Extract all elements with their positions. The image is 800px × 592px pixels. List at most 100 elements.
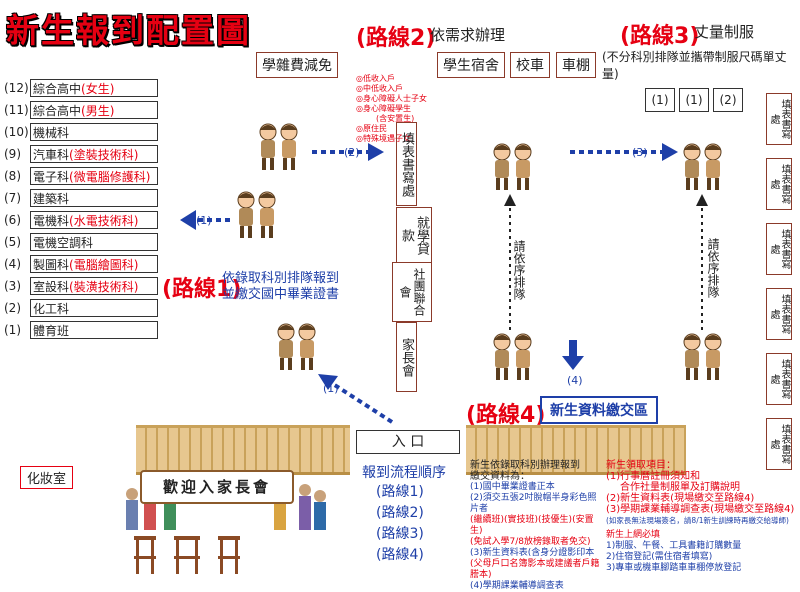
writing-desk: 填表書寫處	[766, 288, 792, 340]
submit-item: (父母戶口名簿影本或建議者戶籍謄本)	[470, 559, 600, 580]
department-number: (5)	[4, 235, 21, 249]
route3-note: (不分科別排隊並攜帶制服尺碼單丈量)	[602, 50, 787, 81]
counter-parents-association: 家長會	[396, 322, 417, 392]
route4-area: 新生資料繳交區	[540, 396, 658, 424]
measuring-station-2: (2)	[713, 88, 743, 112]
route4-label: (路線4)	[466, 403, 546, 428]
process-steps: (路線1) (路線2) (路線3) (路線4)	[376, 482, 424, 566]
school-bus-box: 校車	[510, 52, 550, 78]
person-pair-icon	[277, 323, 316, 370]
process-step: (路線2)	[376, 505, 424, 521]
person-pair-icon	[683, 143, 722, 190]
department-row: (9) 汽車科(塗裝技術科)	[4, 145, 158, 163]
writing-desk: 填表書寫處	[766, 93, 792, 145]
department-subtitle: (水電技術科)	[69, 214, 139, 228]
department-name-box: 電子科(微電腦修護科)	[30, 167, 158, 185]
person-pair-icon	[493, 333, 532, 380]
route1-arrow-label: (1)	[196, 214, 212, 227]
department-row: (7)建築科	[4, 189, 158, 207]
department-name: 製圖科	[33, 258, 70, 272]
fence-right	[466, 425, 686, 475]
online-item: 1)制服、午餐、工具書籍訂購數量	[606, 541, 742, 551]
department-row: (1)體育班	[4, 321, 158, 339]
department-name-box: 電機科(水電技術科)	[30, 211, 158, 229]
department-name: 機械科	[33, 126, 70, 140]
writing-desk: 填表書寫處	[766, 223, 792, 275]
submit-item: (4)學期課業輔導調查表	[470, 581, 564, 591]
department-subtitle: (電腦繪圖科)	[69, 258, 139, 272]
flow-arrows-layer: (1) (1) (2) (3) (4)	[180, 143, 708, 424]
counter-form-writing: 填表書寫處	[396, 122, 417, 206]
department-number: (7)	[4, 191, 21, 205]
process-step: (路線1)	[376, 484, 424, 500]
eligibility-item: ◎原住民	[356, 124, 387, 133]
department-subtitle: (裝潢技術科)	[69, 280, 139, 294]
department-name-box: 機械科	[30, 123, 158, 141]
department-name-box: 綜合高中(男生)	[30, 101, 158, 119]
department-row: (12)綜合高中(女生)	[4, 79, 158, 97]
process-step: (路線3)	[376, 526, 424, 542]
measuring-station-1: (1)	[645, 88, 675, 112]
route3-description: 丈量制服	[694, 23, 755, 41]
online-item: 2)住宿登記(需住宿者填寫)	[606, 552, 713, 562]
department-number: (12)	[4, 81, 29, 95]
online-item: 3)專車或機車腳踏車車棚停放登記	[606, 563, 742, 573]
department-subtitle: (女生)	[81, 82, 115, 96]
route2-arrow-label: (2)	[344, 146, 360, 159]
eligibility-list: ◎低收入戶◎中低收入戶◎身心障礙人士子女◎身心障礙學生(含安置生)◎原住民◎特殊…	[356, 38, 434, 144]
department-number: (2)	[4, 301, 21, 315]
eligibility-item: ◎身心障礙人士子女	[356, 94, 427, 103]
counter-club-association: 社團聯合會	[392, 262, 432, 322]
person-pair-icon	[237, 191, 276, 238]
measuring-station-1b: (1)	[679, 88, 709, 112]
writing-desk: 填表書寫處	[766, 353, 792, 405]
route2-arrow: (2)	[312, 143, 384, 161]
route4-arrow: (4)	[562, 340, 584, 387]
eligibility-item: ◎中低收入戶	[356, 84, 403, 93]
receive-item: (2)新生資料表(現場繳交至路線4)	[606, 493, 755, 504]
department-name: 電機空調科	[33, 236, 94, 250]
route3-arrow: (3)	[570, 143, 678, 161]
page-title: 新生報到配置圖	[6, 11, 251, 50]
bike-shed-box: 車棚	[556, 52, 596, 78]
department-row: (3) 室設科(裝潢技術科)	[4, 277, 158, 295]
department-name-box: 綜合高中(女生)	[30, 79, 158, 97]
department-name-box: 汽車科(塗裝技術科)	[30, 145, 158, 163]
fence-left	[136, 425, 350, 475]
department-row: (6)電機科(水電技術科)	[4, 211, 158, 229]
writing-desk: 填表書寫處	[766, 418, 792, 470]
receive-item: (如家長無法現場簽名，請8/1新生訓練時再繳交給導師)	[606, 516, 789, 525]
department-name: 電子科	[33, 170, 70, 184]
welcome-sign: 歡迎入家長會	[140, 470, 294, 504]
department-name-box: 製圖科(電腦繪圖科)	[30, 255, 158, 273]
dormitory-box: 學生宿舍	[437, 52, 505, 78]
submit-header: 新生依錄取科別辦理報到	[470, 460, 580, 471]
eligibility-item: ◎特殊境遇子女	[356, 134, 411, 143]
fee-reduction-box: 學雜費減免	[256, 52, 338, 78]
department-name-box: 電機空調科	[30, 233, 158, 251]
process-step: (路線4)	[376, 547, 424, 563]
route2-label: (路線2)	[356, 26, 436, 51]
eligibility-item: ◎低收入戶	[356, 74, 395, 83]
department-number: (3)	[4, 279, 21, 293]
department-subtitle: (微電腦修護科)	[69, 170, 151, 184]
department-number: (9)	[4, 147, 21, 161]
department-name: 綜合高中	[33, 82, 82, 96]
department-subtitle: (塗裝技術科)	[69, 148, 139, 162]
department-name-box: 室設科(裝潢技術科)	[30, 277, 158, 295]
route3-arrow-label: (3)	[632, 146, 648, 159]
person-pair-icon	[683, 333, 722, 380]
department-row: (4) 製圖科(電腦繪圖科)	[4, 255, 158, 273]
receive-title: 新生領取項目：	[606, 460, 676, 471]
entrance: 入 口	[356, 430, 460, 454]
queue-text-route4: 請依序排隊	[512, 240, 526, 300]
receive-notes: 新生領取項目：(1)行事曆註冊須知和合作社量制服單及訂購說明(2)新生資料表(現…	[606, 460, 798, 574]
chairs	[134, 536, 240, 574]
route4-arrow-label: (4)	[567, 374, 583, 387]
route1-entry-label: (1)	[323, 382, 339, 395]
department-number: (4)	[4, 257, 21, 271]
submit-item: (1)國中畢業證書正本	[470, 482, 555, 492]
submit-item: (2)須交五張2吋脫帽半身彩色照片者	[470, 493, 597, 514]
department-number: (11)	[4, 103, 29, 117]
department-name-box: 體育班	[30, 321, 158, 339]
